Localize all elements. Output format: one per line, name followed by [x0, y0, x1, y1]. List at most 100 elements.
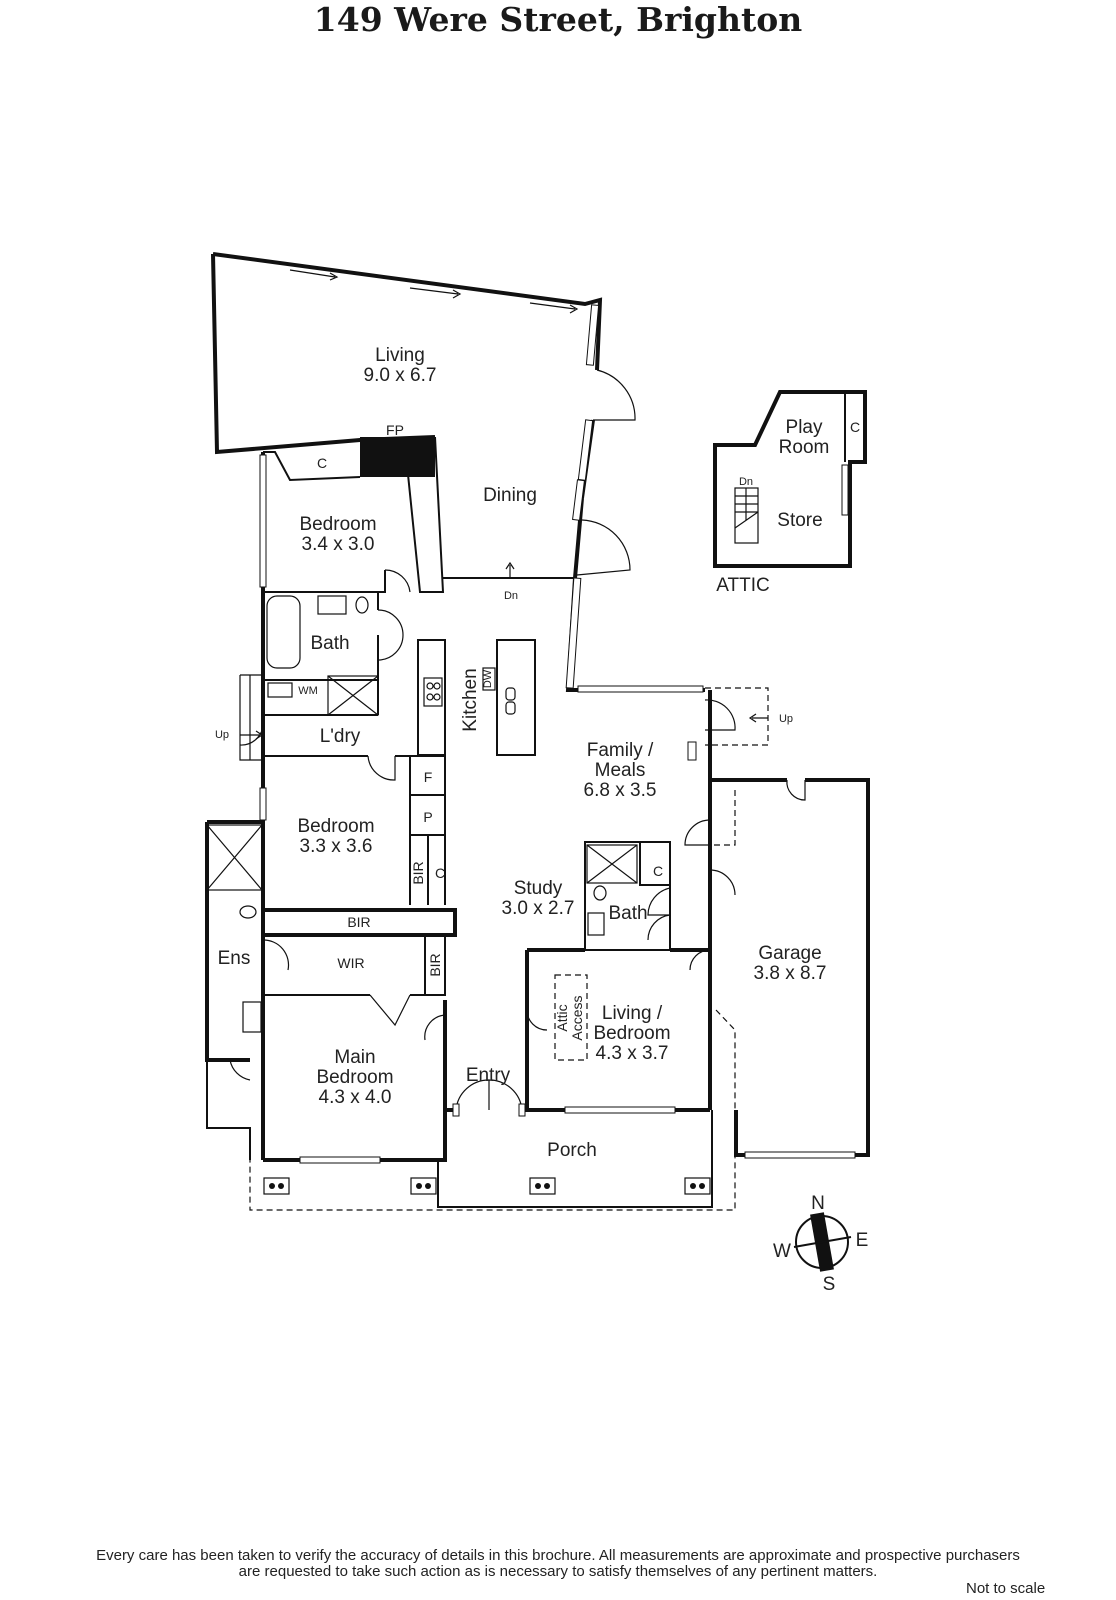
study-label: Study — [514, 878, 563, 899]
door-garage-top — [786, 779, 806, 801]
main-dims: 4.3 x 4.0 — [319, 1087, 392, 1108]
vanity2 — [587, 912, 605, 936]
light-3-dot — [544, 1183, 550, 1189]
window-dining-2 — [572, 479, 585, 521]
c3-label: C — [653, 863, 663, 879]
kitchen-label: Kitchen — [460, 668, 481, 731]
c2-label: C — [435, 865, 445, 881]
door-wir — [369, 994, 411, 1027]
living2-label-1: Living / — [602, 1003, 663, 1024]
toilet2 — [593, 885, 607, 901]
entry-post-left — [452, 1103, 460, 1117]
burner — [426, 693, 434, 701]
compass-ew-line — [793, 1236, 852, 1248]
window-side — [687, 741, 697, 761]
up1-label: Up — [215, 729, 229, 741]
door-ens-lower — [229, 1059, 251, 1081]
vanity1 — [317, 595, 347, 615]
attic-access-label-1: Attic — [554, 1004, 570, 1031]
family-label-2: Meals — [595, 760, 646, 781]
bir-corridor — [263, 908, 457, 937]
dashed-outlines — [249, 687, 769, 1211]
burner — [433, 682, 441, 690]
compass-letters: N E S W — [773, 1193, 868, 1295]
bath1-label: Bath — [310, 633, 349, 654]
compass-e: E — [856, 1230, 869, 1251]
wm-label: WM — [298, 685, 318, 697]
play-label-1: Play — [786, 417, 823, 438]
window-family-north — [577, 685, 704, 693]
door-swings — [229, 369, 806, 1111]
bedroom2-dims: 3.3 x 3.6 — [300, 836, 373, 857]
store-label: Store — [777, 510, 822, 531]
shower1 — [327, 675, 379, 716]
entry-label: Entry — [466, 1065, 511, 1086]
plan-title: 149 Were Street, Brighton — [313, 0, 803, 39]
arrow-1 — [289, 269, 339, 281]
c4-label: C — [850, 419, 860, 435]
kitchen-island — [496, 639, 536, 756]
dn2-label: Dn — [739, 476, 753, 488]
window-family-west — [565, 577, 582, 689]
laundry-projection — [239, 674, 263, 761]
compass-w: W — [773, 1241, 791, 1262]
window-main — [299, 1156, 381, 1164]
attic-plan — [713, 390, 867, 568]
toilet-ens — [239, 905, 257, 919]
arrow-2 — [409, 287, 462, 299]
ens-label: Ens — [218, 948, 251, 969]
garage-walls — [710, 778, 870, 1157]
dn1-label: Dn — [504, 590, 518, 602]
light-3 — [529, 1177, 556, 1195]
door-garage — [684, 819, 736, 896]
light-2 — [410, 1177, 437, 1195]
windows — [259, 304, 856, 1164]
fireplace — [360, 437, 435, 477]
sink-a — [505, 687, 516, 701]
family-dims: 6.8 x 3.5 — [584, 780, 657, 801]
garage-dash — [710, 790, 736, 846]
exterior-walls — [205, 252, 870, 1162]
entry-post-right — [518, 1103, 526, 1117]
family-north-wall — [565, 497, 705, 692]
fireplace-wall — [404, 436, 445, 593]
bedroom1-dims: 3.4 x 3.0 — [302, 534, 375, 555]
light-4-dot — [699, 1183, 705, 1189]
attic-access-outline — [554, 974, 588, 1061]
stair-arrow-up — [748, 713, 768, 723]
window-living-east — [585, 304, 600, 366]
main-label-2: Bedroom — [316, 1067, 393, 1088]
closet-c-wall — [263, 451, 361, 482]
arrow-3 — [529, 302, 579, 314]
light-1 — [263, 1177, 290, 1195]
attic-access-label-2: Access — [569, 995, 585, 1040]
side-landing — [705, 687, 769, 746]
shower2-cross — [586, 844, 638, 884]
pantry-label: P — [423, 809, 432, 825]
window-bedroom1 — [259, 454, 267, 588]
vanity-ens — [242, 1001, 262, 1033]
door-bedroom1 — [384, 569, 411, 593]
wir-south-wall — [263, 935, 446, 996]
door-dining — [576, 519, 631, 576]
door-bath2 — [647, 887, 671, 941]
window-living2 — [564, 1106, 676, 1114]
bir3-label: BIR — [427, 953, 443, 976]
bath2-walls — [584, 841, 671, 951]
light-4-dot — [690, 1183, 696, 1189]
kitchen-bench — [417, 639, 446, 756]
attic-stair-treads — [734, 488, 759, 529]
disclaimer-line-2: are requested to take such action as is … — [238, 1563, 878, 1580]
light-4 — [684, 1177, 711, 1195]
door-side — [704, 699, 736, 731]
up2-label: Up — [779, 713, 793, 725]
ens-lower — [206, 1060, 251, 1160]
wir-label: WIR — [337, 955, 364, 971]
disclaimer-line-1: Every care has been taken to verify the … — [96, 1547, 1020, 1564]
compass — [793, 1212, 852, 1272]
c1-label: C — [317, 455, 327, 471]
bedroom2-label: Bedroom — [297, 816, 374, 837]
bir1-label: BIR — [410, 861, 426, 884]
burner — [426, 682, 434, 690]
